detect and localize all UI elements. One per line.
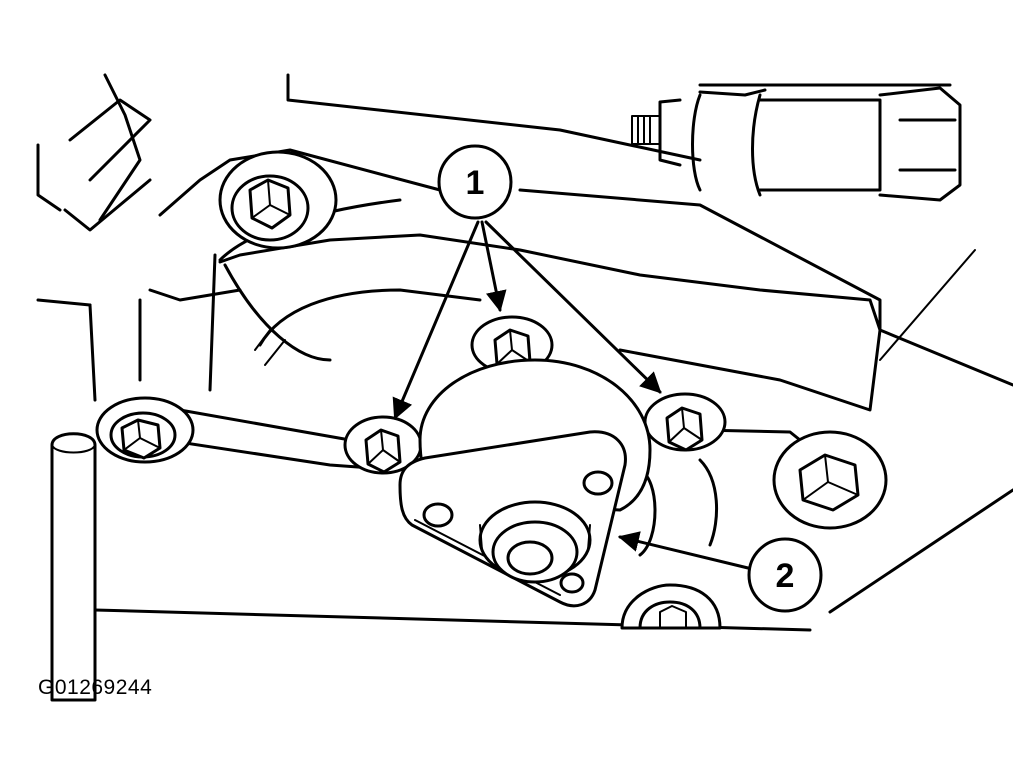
bolt-upper-left	[218, 150, 338, 250]
shield-plate	[218, 233, 882, 412]
callout-1-arrow-center	[480, 220, 507, 313]
callout-2-label: 2	[776, 557, 795, 595]
bolt-far-right	[772, 430, 888, 530]
upper-casting	[286, 73, 1013, 387]
callout-2: 2	[617, 531, 823, 613]
bolt-left-center	[343, 415, 423, 475]
bolt-left	[95, 396, 195, 464]
callout-2-arrow	[617, 531, 750, 570]
sensor-fitting	[631, 83, 962, 202]
figure-code: G01269244	[38, 676, 153, 699]
callout-1: 1	[392, 144, 662, 420]
callout-1-arrow-right	[484, 220, 662, 394]
bolt-right-center	[643, 392, 727, 452]
left-tube	[50, 432, 97, 702]
callout-1-arrow-left	[392, 220, 480, 420]
bolt-bottom	[620, 583, 722, 630]
mount-flange	[398, 430, 627, 608]
callout-1-label: 1	[466, 164, 485, 202]
